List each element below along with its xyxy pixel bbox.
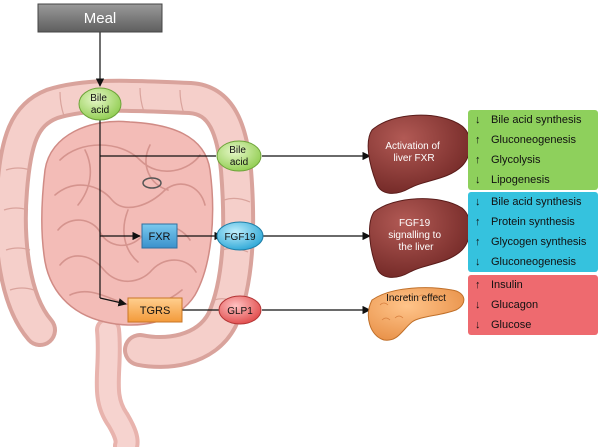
- liver2-line1: FGF19: [399, 218, 431, 229]
- effect-item-text: Bile acid synthesis: [491, 196, 582, 208]
- fxr-label: FXR: [149, 231, 171, 243]
- effect-item: ↑Gluconeogenesis: [468, 130, 598, 150]
- arrow-down-icon: ↓: [475, 319, 491, 331]
- bile-acid-mid-line2: acid: [230, 157, 248, 168]
- incretin-effects-panel: ↑Insulin↓Glucagon↓Glucose: [468, 275, 598, 335]
- pancreas: Incretin effect: [368, 288, 463, 341]
- fgf19-effects-panel: ↓Bile acid synthesis↑Protein synthesis↑G…: [468, 192, 598, 272]
- effect-item: ↑Insulin: [468, 275, 598, 295]
- effect-item: ↓Glucose: [468, 315, 598, 335]
- liver-1: Activation of liver FXR: [368, 115, 470, 193]
- arrow-down-icon: ↓: [475, 114, 491, 126]
- meal-box: Meal: [38, 4, 162, 32]
- arrow-up-icon: ↑: [475, 236, 491, 248]
- glp1-node: GLP1: [219, 296, 261, 324]
- pancreas-label: Incretin effect: [386, 293, 446, 304]
- effect-item-text: Protein synthesis: [491, 216, 575, 228]
- arrow-up-icon: ↑: [475, 134, 491, 146]
- svg-text:Bile acid: Bile acid: [229, 145, 248, 168]
- effect-item: ↓Glucagon: [468, 295, 598, 315]
- effect-item-text: Gluconeogenesis: [491, 134, 576, 146]
- effect-item: ↓Bile acid synthesis: [468, 110, 598, 130]
- svg-text:Activation of liver FXR: Activation of liver FXR: [385, 141, 442, 164]
- svg-text:Bile acid: Bile acid: [90, 93, 109, 116]
- arrow-down-icon: ↓: [475, 299, 491, 311]
- tgrs-label: TGRS: [140, 305, 171, 317]
- effect-item: ↑Glycogen synthesis: [468, 232, 598, 252]
- fgf19-label: FGF19: [224, 232, 256, 243]
- effect-item: ↓Bile acid synthesis: [468, 192, 598, 212]
- bile-acid-top-line1: Bile: [90, 93, 107, 104]
- arrow-down-icon: ↓: [475, 174, 491, 186]
- liver1-line2: liver FXR: [393, 153, 434, 164]
- liver-fxr-effects-panel: ↓Bile acid synthesis↑Gluconeogenesis↑Gly…: [468, 110, 598, 190]
- fgf19-node: FGF19: [217, 222, 263, 250]
- arrow-up-icon: ↑: [475, 216, 491, 228]
- liver2-line3: the liver: [398, 242, 434, 253]
- fxr-box: FXR: [142, 224, 177, 248]
- arrow-up-icon: ↑: [475, 154, 491, 166]
- tgrs-box: TGRS: [128, 298, 182, 322]
- arrow-down-icon: ↓: [475, 256, 491, 268]
- liver2-line2: signalling to: [388, 230, 441, 241]
- intestine-illustration: [4, 88, 250, 446]
- effect-item: ↑Glycolysis: [468, 150, 598, 170]
- effect-item: ↓Gluconeogenesis: [468, 252, 598, 272]
- bile-acid-mid-line1: Bile: [229, 145, 246, 156]
- bile-acid-top-node: Bile acid: [79, 88, 121, 120]
- effect-item-text: Insulin: [491, 279, 523, 291]
- bile-acid-mid-node: Bile acid: [217, 141, 261, 171]
- arrow-up-icon: ↑: [475, 279, 491, 291]
- effect-item-text: Lipogenesis: [491, 174, 550, 186]
- meal-label: Meal: [84, 10, 117, 27]
- liver-2: FGF19 signalling to the liver: [370, 199, 471, 278]
- effect-item-text: Glycolysis: [491, 154, 541, 166]
- effect-item: ↓Lipogenesis: [468, 170, 598, 190]
- arrow-down-icon: ↓: [475, 196, 491, 208]
- effect-item-text: Bile acid synthesis: [491, 114, 582, 126]
- liver1-line1: Activation of: [385, 141, 440, 152]
- effect-item: ↑Protein synthesis: [468, 212, 598, 232]
- effect-item-text: Glycogen synthesis: [491, 236, 586, 248]
- bile-acid-top-line2: acid: [91, 105, 109, 116]
- glp1-label: GLP1: [227, 306, 253, 317]
- effect-item-text: Gluconeogenesis: [491, 256, 576, 268]
- effect-item-text: Glucose: [491, 319, 531, 331]
- effect-item-text: Glucagon: [491, 299, 538, 311]
